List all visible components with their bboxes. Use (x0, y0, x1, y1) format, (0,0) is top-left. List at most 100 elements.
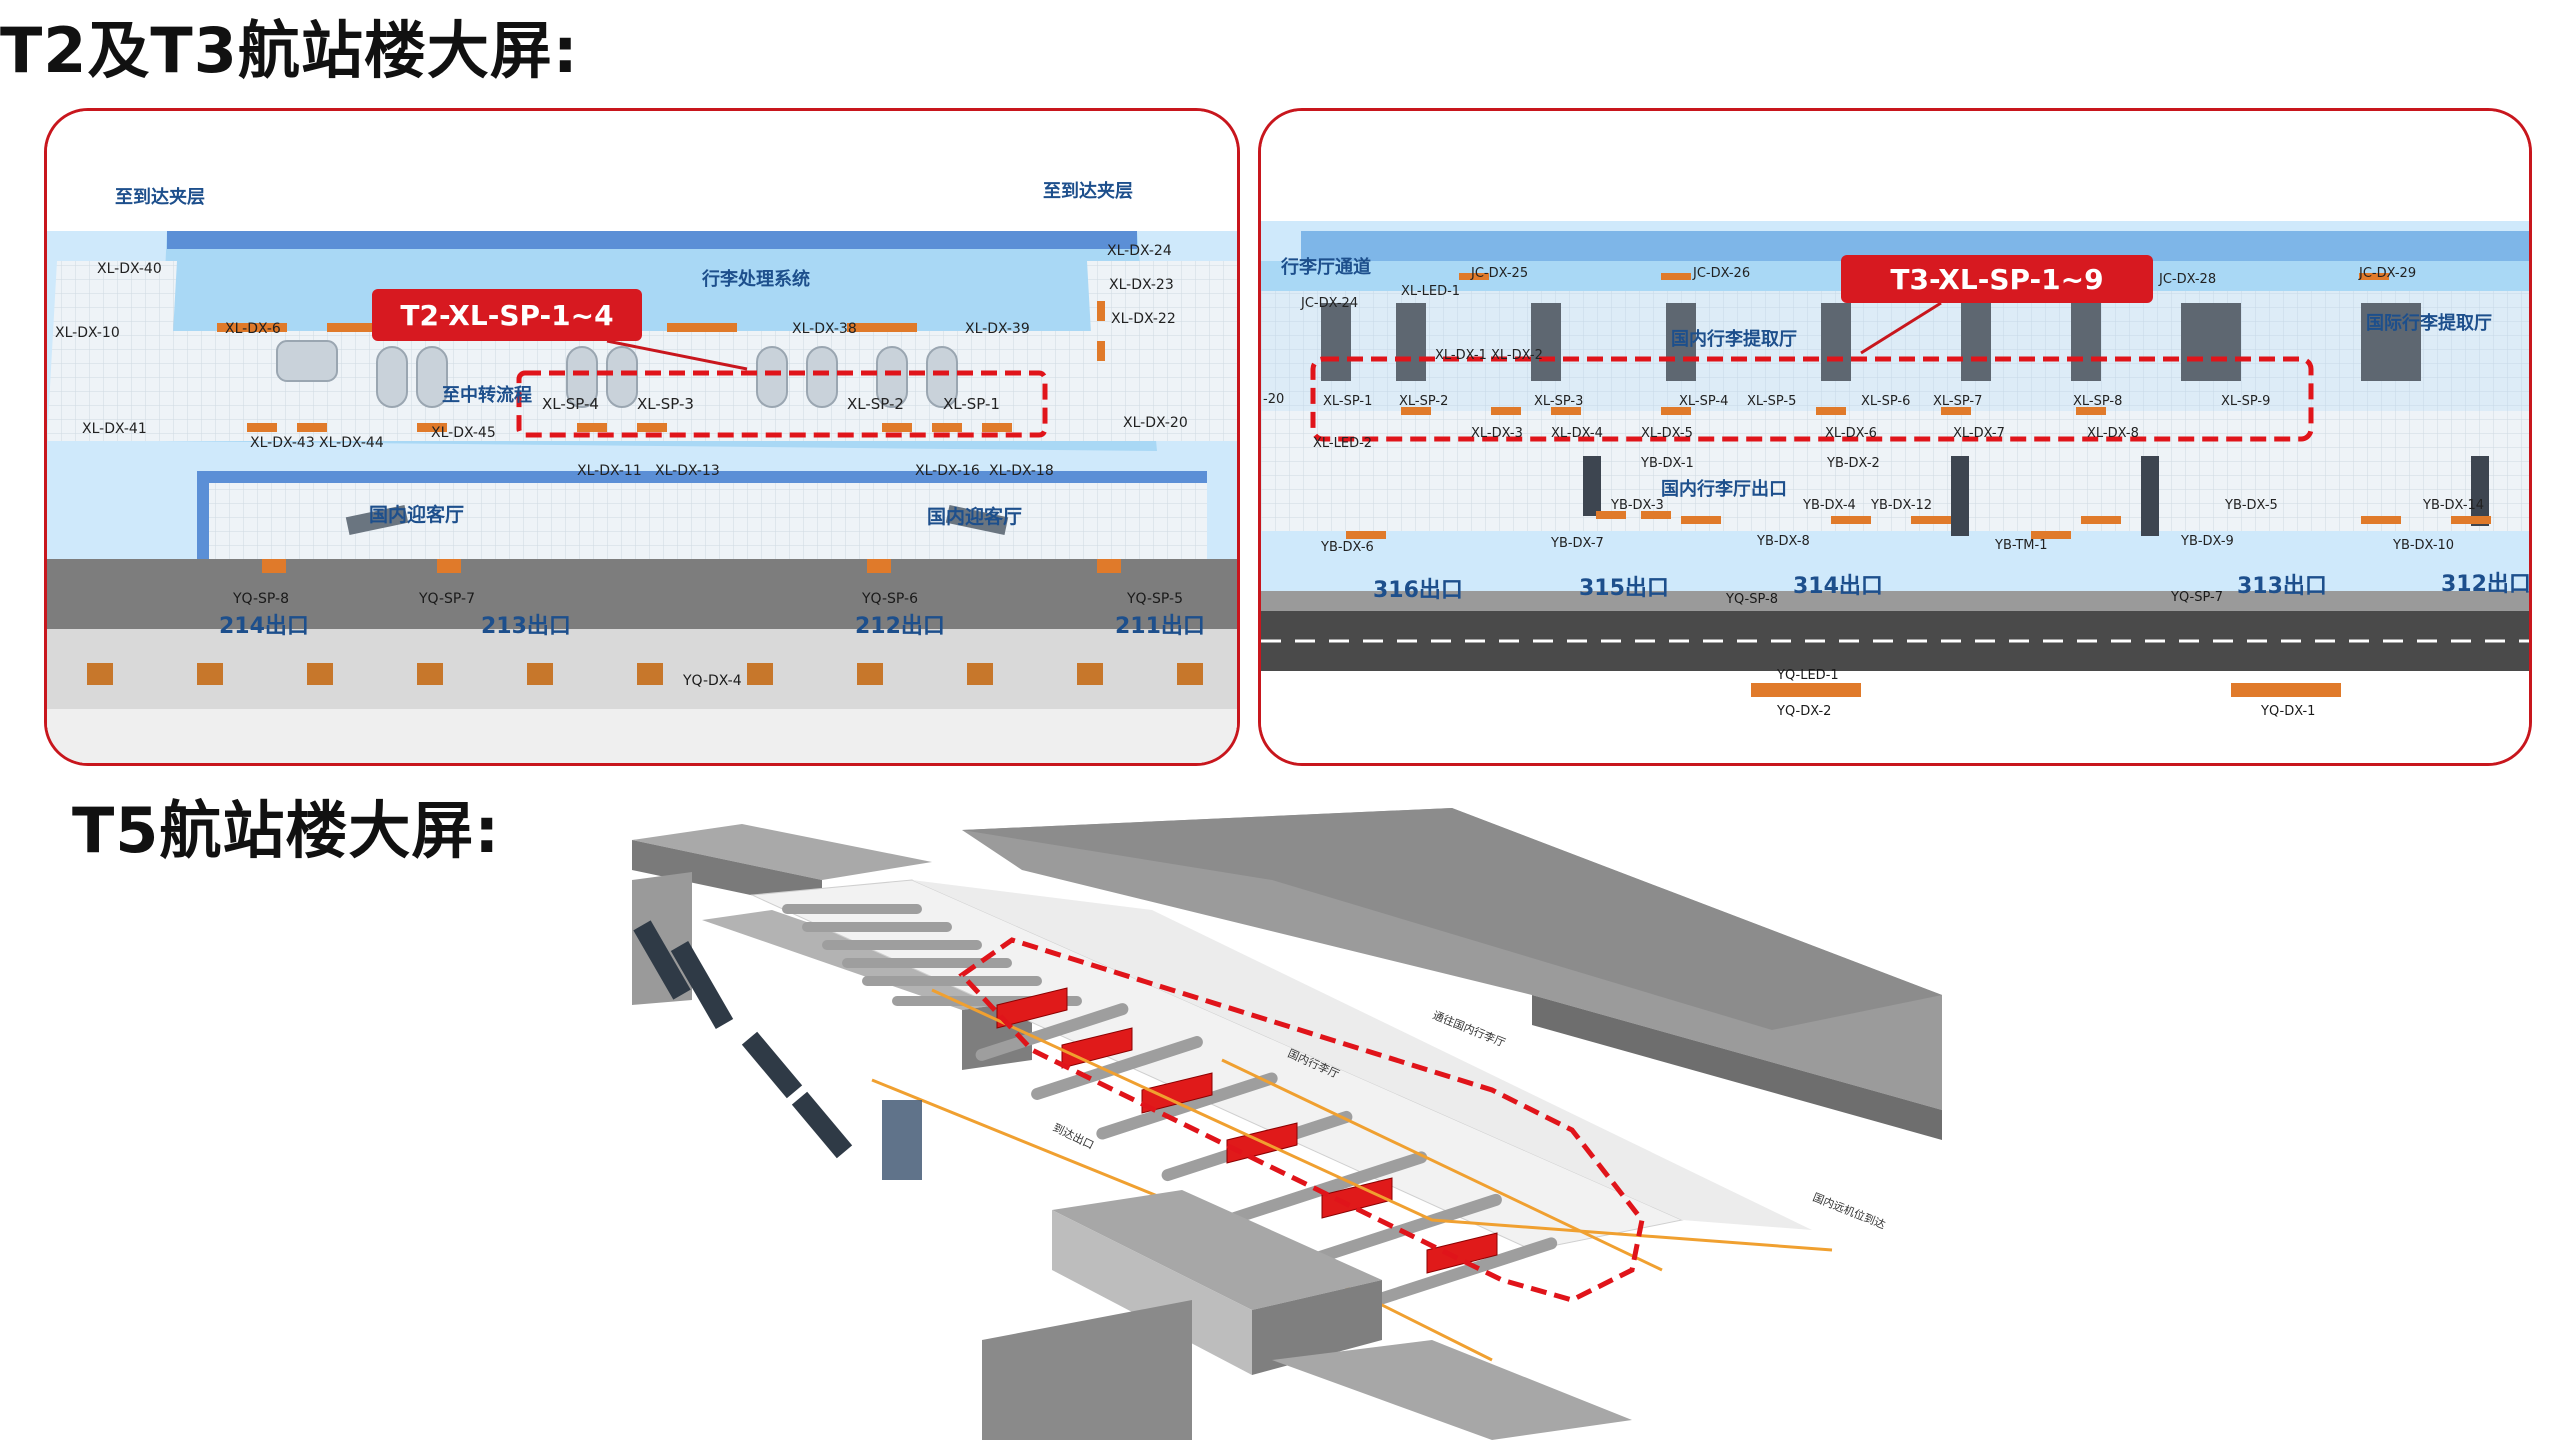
t2-screen-label: XL-SP-1 (943, 395, 1000, 413)
t2-dx-label: XL-DX-39 (965, 321, 1030, 337)
t3-xl-label: XL-DX-1 (1435, 348, 1487, 363)
t2-exit-label: 211出口 (1115, 614, 1205, 639)
t3-domestic-exit-label: 国内行李厅出口 (1661, 478, 1787, 500)
t2-callout-box (372, 289, 642, 341)
t3-screen-label: XL-SP-1 (1323, 394, 1372, 409)
t3-xl-label: XL-LED-2 (1313, 436, 1372, 451)
t2-mezzanine-left-label: 至到达夹层 (115, 186, 205, 208)
t2-exit-label: 214出口 (219, 614, 309, 639)
t2-dx-label: XL-DX-20 (1123, 415, 1188, 431)
t2-dx-label: XL-DX-45 (431, 425, 496, 441)
t5-roof (962, 808, 1942, 1110)
t2-dx-label: XL-DX-40 (97, 261, 162, 277)
t2-exit-label: 212出口 (855, 614, 945, 639)
t2-yq-label: YQ-SP-6 (861, 591, 918, 607)
t3-yb-label: YB-DX-7 (1550, 536, 1604, 551)
t3-screen-label: XL-SP-8 (2073, 394, 2122, 409)
t2-arrival-hall-left-label: 国内迎客厅 (369, 503, 464, 526)
t5-model-drawing: 通往国内行李厅 国内行李厅 到达出口 国内远机位到达 (632, 800, 1942, 1440)
t3-screen-label: XL-SP-9 (2221, 394, 2270, 409)
t3-xl-label: XL-DX-5 (1641, 426, 1693, 441)
t2-mezzanine-right-label: 至到达夹层 (1043, 180, 1133, 202)
t2-screen-label: XL-SP-4 (542, 395, 599, 413)
t3-yq-label: YQ-DX-1 (2260, 704, 2315, 719)
t3-exit-label: 315出口 (1579, 576, 1669, 601)
t2-dx-label: XL-DX-16 (915, 463, 980, 479)
t3-xl-label: XL-DX-4 (1551, 426, 1603, 441)
t3-yb-label: YB-DX-1 (1640, 456, 1694, 471)
t3-yq-label: YQ-SP-8 (1725, 592, 1778, 607)
t3-callout-box (1841, 255, 2153, 303)
left-floor (47, 261, 177, 441)
t2-exit-label: 213出口 (481, 614, 571, 639)
t3-international-claim-label: 国际行李提取厅 (2366, 312, 2492, 334)
t3-xl-label: XL-DX-8 (2087, 426, 2139, 441)
t3-jc-label: JC-DX-25 (1470, 266, 1528, 281)
t3-screen-label: XL-SP-7 (1933, 394, 1982, 409)
t2-yq-label: YQ-DX-4 (682, 673, 742, 689)
t3-exit-label: 313出口 (2237, 574, 2327, 599)
t3-yq-label: YQ-DX-2 (1776, 704, 1831, 719)
t3-jc-label: JC-DX-26 (1692, 266, 1750, 281)
t2-yq-label: YQ-SP-5 (1126, 591, 1183, 607)
t3-highlight-box (1310, 356, 2314, 442)
t3-yb-label: YB-DX-14 (2422, 498, 2484, 513)
t2-dx-label: XL-DX-11 (577, 463, 642, 479)
t3-road (1261, 611, 2529, 671)
t2-arrival-hall-right-label: 国内迎客厅 (927, 505, 1022, 528)
t2-dx-label: XL-DX-13 (655, 463, 720, 479)
t3-yb-label: YB-DX-8 (1756, 534, 1810, 549)
t3-yb-label: YB-DX-12 (1870, 498, 1932, 513)
t3-corridor-label: 行李厅通道 (1280, 256, 1371, 278)
curb-wall (47, 559, 1237, 629)
t3-yb-label: YB-DX-5 (2224, 498, 2278, 513)
t2-dx-label: XL-DX-18 (989, 463, 1054, 479)
t3-xl-label: XL-DX-3 (1471, 426, 1523, 441)
t3-yb-label: YB-TM-1 (1994, 538, 2047, 553)
t2-dx-label: XL-DX-22 (1111, 311, 1176, 327)
t2-dx-label: XL-DX-23 (1109, 277, 1174, 293)
t3-jc-label: JC-DX-24 (1300, 296, 1358, 311)
t3-yb-label: YB-DX-6 (1320, 540, 1374, 555)
t3-exit-label: 314出口 (1793, 574, 1883, 599)
t2-floorplan-panel: T2-XL-SP-1~4 至到达夹层 至到达夹层 行李处理系统 至中转流程 国内… (44, 108, 1240, 766)
t2-dx-label: XL-DX-10 (55, 325, 120, 341)
section-heading-t2-t3: T2及T3航站楼大屏: (0, 14, 579, 87)
t3-yq-label: YQ-LED-1 (1776, 668, 1839, 683)
t2-dx-label: XL-DX-38 (792, 321, 857, 337)
t3-xl-label: -20 (1263, 392, 1284, 407)
t3-xl-label: XL-DX-2 (1491, 348, 1543, 363)
t3-screen-label: XL-SP-2 (1399, 394, 1448, 409)
t3-exit-hall-floor (1261, 411, 2529, 531)
t3-yb-label: YB-DX-10 (2392, 538, 2454, 553)
t3-yb-label: YB-DX-4 (1802, 498, 1856, 513)
t3-jc-label: JC-DX-28 (2158, 272, 2216, 287)
t2-floorplan: T2-XL-SP-1~4 至到达夹层 至到达夹层 行李处理系统 至中转流程 国内… (47, 111, 1237, 763)
t3-yb-label: YB-DX-3 (1610, 498, 1664, 513)
t3-screen-label: XL-SP-5 (1747, 394, 1796, 409)
t2-yq-label: YQ-SP-8 (232, 591, 289, 607)
t3-yb-label: YB-DX-9 (2180, 534, 2234, 549)
t2-screen-label: XL-SP-3 (637, 395, 694, 413)
t3-xl-label: XL-DX-6 (1825, 426, 1877, 441)
t2-screen-label: XL-SP-2 (847, 395, 904, 413)
t2-baggage-system-label: 行李处理系统 (701, 268, 810, 290)
t3-floorplan: T3-XL-SP-1~9 行李厅通道 国内行李提取厅 国际行李提取厅 国内行李厅… (1261, 111, 2529, 763)
t3-exit-label: 316出口 (1373, 578, 1463, 603)
t2-dx-label: XL-DX-41 (82, 421, 147, 437)
t3-screen-label: XL-SP-4 (1679, 394, 1728, 409)
t3-domestic-claim-label: 国内行李提取厅 (1671, 328, 1797, 350)
t2-highlight-box (516, 370, 1048, 438)
section-heading-t5: T5航站楼大屏: (72, 794, 501, 867)
t3-exit-label: 312出口 (2441, 572, 2529, 597)
t3-yb-label: YB-DX-2 (1826, 456, 1880, 471)
t3-screen-label: XL-SP-6 (1861, 394, 1910, 409)
t3-callout-text: T3-XL-SP-1~9 (1890, 263, 2103, 296)
t5-3d-model: 通往国内行李厅 国内行李厅 到达出口 国内远机位到达 (632, 800, 1942, 1440)
t2-dx-label: XL-DX-6 (225, 321, 281, 337)
t3-xl-label: XL-DX-7 (1953, 426, 2005, 441)
arrival-hall-floor (197, 471, 1207, 559)
t3-xl-label: XL-LED-1 (1401, 284, 1460, 299)
t2-callout-text: T2-XL-SP-1~4 (400, 299, 613, 332)
t2-dx-label: XL-DX-24 (1107, 243, 1172, 259)
